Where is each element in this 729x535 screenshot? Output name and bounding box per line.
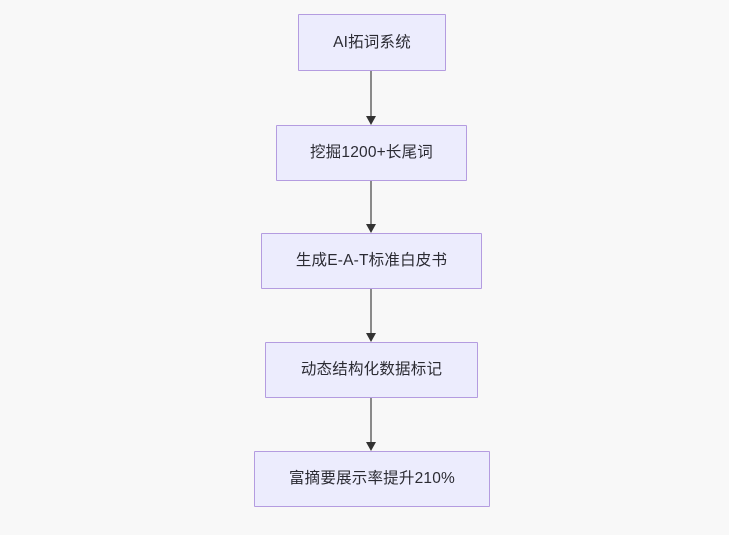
- flow-node-label: AI拓词系统: [333, 33, 411, 51]
- flow-node-mine-longtail-keywords[interactable]: 挖掘1200+长尾词: [276, 125, 467, 181]
- flow-node-dynamic-structured-data-markup[interactable]: 动态结构化数据标记: [265, 342, 478, 398]
- flow-node-label: 生成E-A-T标准白皮书: [295, 252, 448, 270]
- arrowhead-icon: [366, 442, 376, 451]
- flow-node-rich-snippet-impression-uplift[interactable]: 富摘要展示率提升210%: [254, 451, 490, 507]
- edge-line: [370, 398, 372, 443]
- edge-line: [370, 289, 372, 334]
- arrowhead-icon: [366, 224, 376, 233]
- edge-line: [370, 71, 372, 117]
- arrowhead-icon: [366, 333, 376, 342]
- flow-node-label: 富摘要展示率提升210%: [288, 470, 456, 488]
- arrowhead-icon: [366, 116, 376, 125]
- flow-node-label: 动态结构化数据标记: [300, 361, 443, 379]
- flow-node-ai-keyword-system[interactable]: AI拓词系统: [298, 14, 446, 71]
- flow-node-label: 挖掘1200+长尾词: [309, 144, 434, 162]
- flow-node-generate-eat-whitepaper[interactable]: 生成E-A-T标准白皮书: [261, 233, 482, 289]
- edge-line: [370, 181, 372, 225]
